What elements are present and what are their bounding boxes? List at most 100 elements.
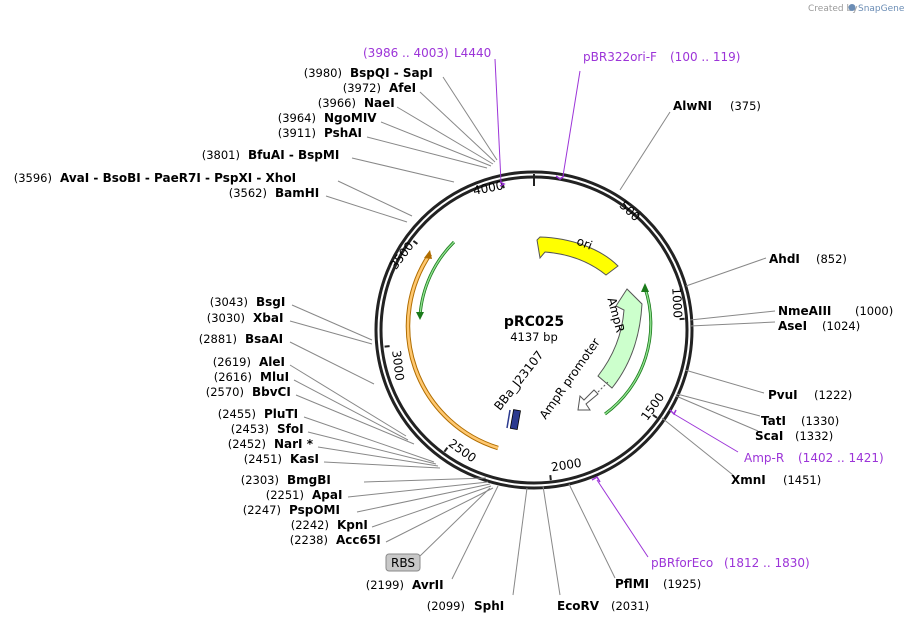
enzyme-leader-line — [689, 310, 776, 321]
ampr-feature[interactable] — [597, 288, 643, 389]
svg-text:(2452): (2452) — [228, 437, 266, 451]
enzyme-avrii[interactable]: (2199) AvrII — [366, 578, 444, 592]
primer-l4440-marker — [499, 181, 506, 187]
rbs-leader-line — [419, 487, 491, 557]
svg-text:AhdI: AhdI — [769, 252, 800, 266]
svg-text:(1451): (1451) — [783, 473, 821, 487]
enzyme-acc65i[interactable]: (2238) Acc65I — [290, 533, 381, 547]
enzyme-naei[interactable]: (3966) NaeI — [318, 96, 395, 110]
enzyme-bsaai[interactable]: (2881) BsaAI — [199, 332, 283, 346]
enzyme-bsgi[interactable]: (3043) BsgI — [210, 295, 286, 309]
enzyme-pflmi[interactable]: PflMI (1925) — [615, 577, 701, 591]
enzyme-xmni[interactable]: XmnI (1451) — [731, 473, 821, 487]
enzyme-pluti[interactable]: (2455) PluTI — [218, 407, 298, 421]
enzyme-leader-line — [347, 481, 489, 498]
bba-j23107-feature[interactable] — [509, 409, 521, 431]
tick-mark-3500: 3500 — [387, 239, 418, 272]
primer-amp-r-name: Amp-R — [744, 451, 784, 465]
ampr-promoter-dashed-link — [597, 381, 609, 393]
svg-text:XbaI: XbaI — [253, 311, 283, 325]
enzyme-leader-line — [684, 369, 765, 394]
enzyme-nmeaiii[interactable]: NmeAIII (1000) — [778, 304, 893, 318]
ampr-arc-arrowhead-icon — [641, 283, 649, 292]
enzyme-leader-line — [380, 121, 492, 167]
enzyme-sphi[interactable]: (2099) SphI — [427, 599, 505, 613]
svg-text:(2570): (2570) — [206, 385, 244, 399]
svg-text:AvrII: AvrII — [412, 578, 444, 592]
primer-l4440[interactable]: (3986 .. 4003) L4440 — [363, 46, 491, 60]
enzyme-bamhi[interactable]: (3562) BamHI — [229, 186, 320, 200]
svg-text:AseI: AseI — [778, 319, 807, 333]
enzyme-xbai[interactable]: (3030) XbaI — [207, 311, 284, 325]
primer-pbrforeco-leader — [596, 479, 649, 558]
left-orange-arc — [405, 252, 499, 451]
enzyme-nari[interactable]: (2452) NarI * — [228, 437, 314, 451]
enzyme-sfoi[interactable]: (2453) SfoI — [231, 422, 304, 436]
ori-feature[interactable] — [536, 236, 619, 276]
enzyme-leader-line — [512, 487, 528, 596]
primer-pbr322ori-f[interactable]: pBR322ori-F (100 .. 119) — [583, 50, 740, 64]
svg-text:NgoMIV: NgoMIV — [324, 111, 377, 125]
enzyme-pspomi[interactable]: (2247) PspOMI — [243, 503, 340, 517]
svg-text:Acc65I: Acc65I — [336, 533, 381, 547]
tick-mark-2500: 2500 — [443, 436, 479, 465]
svg-text:(3596): (3596) — [14, 171, 52, 185]
enzyme-avai-xhoi-group[interactable]: (3596) AvaI - BsoBI - PaeR7I - PspXI - X… — [14, 171, 296, 185]
enzyme-asei[interactable]: AseI (1024) — [778, 319, 860, 333]
enzyme-pshai[interactable]: (3911) PshAI — [278, 126, 362, 140]
primer-amp-r[interactable]: Amp-R (1402 .. 1421) — [744, 451, 884, 465]
enzyme-kasi[interactable]: (2451) KasI — [244, 452, 319, 466]
enzyme-apai[interactable]: (2251) ApaI — [266, 488, 343, 502]
primer-pbrforeco[interactable]: pBRforEco (1812 .. 1830) — [651, 556, 810, 570]
svg-text:KpnI: KpnI — [337, 518, 368, 532]
enzyme-leader-line — [351, 157, 455, 183]
credit-prefix: Created by — [808, 4, 858, 14]
enzyme-mlui[interactable]: (2616) MluI — [214, 370, 289, 384]
enzyme-alwni[interactable]: AlwNI (375) — [673, 99, 761, 113]
enzyme-scai[interactable]: ScaI (1332) — [755, 429, 833, 443]
enzyme-leader-line — [568, 483, 616, 579]
tick-label-1000: 1000 — [669, 287, 685, 318]
enzyme-leader-line — [619, 111, 671, 191]
ampr-inner-arc-highlight — [604, 287, 652, 415]
enzyme-alei[interactable]: (2619) AleI — [213, 355, 285, 369]
enzyme-afei[interactable]: (3972) AfeI — [343, 81, 416, 95]
svg-text:(3562): (3562) — [229, 186, 267, 200]
enzyme-bbvci[interactable]: (2570) BbvCI — [206, 385, 291, 399]
svg-text:(2616): (2616) — [214, 370, 252, 384]
svg-text:PspOMI: PspOMI — [289, 503, 340, 517]
enzyme-leader-line — [685, 257, 767, 287]
svg-text:(375): (375) — [730, 99, 761, 113]
enzyme-leader-line — [451, 485, 499, 580]
enzyme-leader-line — [323, 461, 441, 469]
svg-text:(1332): (1332) — [795, 429, 833, 443]
enzyme-leader-line — [385, 487, 494, 543]
tick-mark-3000: 3000 — [384, 345, 407, 382]
enzyme-bmgbi[interactable]: (2303) BmgBI — [241, 473, 331, 487]
primer-pbrforeco-range: (1812 .. 1830) — [724, 556, 810, 570]
rbs-feature[interactable]: RBS — [385, 553, 421, 572]
enzyme-leader-line — [396, 106, 494, 165]
svg-text:NaeI: NaeI — [364, 96, 395, 110]
enzyme-tati[interactable]: TatI (1330) — [761, 414, 839, 428]
primer-amp-r-range: (1402 .. 1421) — [798, 451, 884, 465]
enzyme-bfuai-bspmi[interactable]: (3801) BfuAI - BspMI — [202, 148, 340, 162]
svg-text:BmgBI: BmgBI — [287, 473, 331, 487]
enzyme-ngomiv[interactable]: (3964) NgoMIV — [278, 111, 378, 125]
enzyme-leader-line — [689, 321, 776, 327]
primer-pbr322ori-f-range: (100 .. 119) — [670, 50, 740, 64]
svg-text:AlwNI: AlwNI — [673, 99, 712, 113]
tick-mark-1000: 1000 — [669, 287, 685, 321]
enzyme-ecorv[interactable]: EcoRV (2031) — [557, 599, 649, 613]
enzyme-pvui[interactable]: PvuI (1222) — [768, 388, 852, 402]
enzyme-ahdi[interactable]: AhdI (852) — [769, 252, 847, 266]
svg-text:(3911): (3911) — [278, 126, 316, 140]
left-orange-arc-arrowhead-icon — [424, 250, 432, 259]
enzyme-kpni[interactable]: (2242) KpnI — [291, 518, 368, 532]
enzyme-bspqi-sapi[interactable]: (3980) BspQI - SapI — [304, 66, 433, 80]
ampr-promoter-feature[interactable] — [577, 389, 599, 411]
svg-text:PflMI: PflMI — [615, 577, 649, 591]
enzyme-leader-line — [356, 483, 491, 513]
svg-text:PluTI: PluTI — [264, 407, 298, 421]
